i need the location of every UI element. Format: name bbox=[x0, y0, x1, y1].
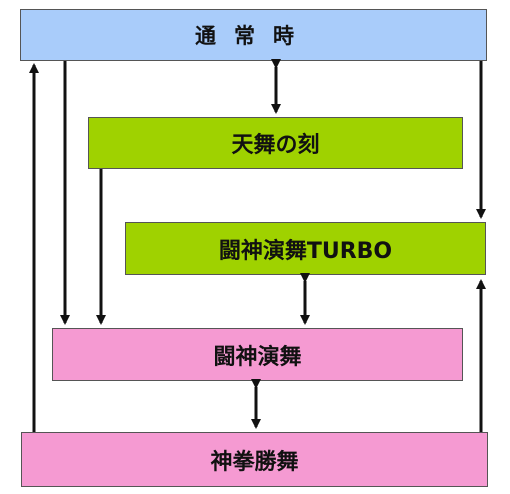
state-shinken-label: 神拳勝舞 bbox=[210, 449, 299, 475]
state-turbo-box: 闘神演舞TURBO bbox=[125, 222, 486, 275]
state-toushin-box: 闘神演舞 bbox=[52, 328, 463, 381]
state-tenbu-box: 天舞の刻 bbox=[88, 117, 463, 169]
state-normal-label: 通常時 bbox=[195, 24, 312, 48]
state-normal-box: 通常時 bbox=[20, 9, 487, 61]
state-shinken-box: 神拳勝舞 bbox=[21, 432, 488, 487]
state-toushin-label: 闘神演舞 bbox=[213, 344, 302, 370]
state-turbo-label: 闘神演舞TURBO bbox=[218, 238, 393, 264]
state-tenbu-label: 天舞の刻 bbox=[231, 133, 320, 158]
